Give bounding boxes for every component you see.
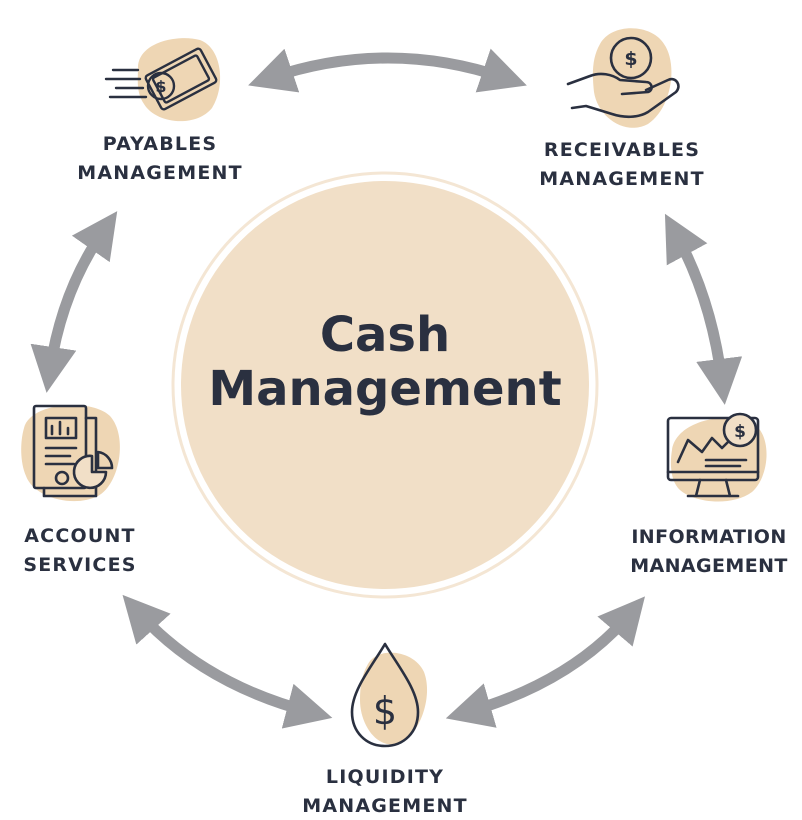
report-document-icon	[21, 404, 120, 502]
receivables-label-line1: RECEIVABLES	[543, 139, 701, 161]
monitor-chart-icon: $	[666, 412, 767, 502]
svg-text:$: $	[624, 48, 637, 70]
center-circle	[171, 171, 599, 599]
node-payables-label: PAYABLES MANAGEMENT	[60, 130, 260, 188]
information-label-line2: MANAGEMENT	[630, 555, 788, 577]
node-receivables-label: RECEIVABLES MANAGEMENT	[522, 136, 722, 194]
payables-label-line2: MANAGEMENT	[77, 162, 243, 184]
svg-text:$: $	[373, 689, 397, 733]
hand-coin-icon: $	[566, 28, 680, 128]
cash-money-icon: $	[104, 38, 221, 122]
dollar-drop-icon: $	[350, 642, 428, 748]
node-information-label: INFORMATION MANAGEMENT	[616, 523, 802, 581]
arrow-receivables-information	[664, 213, 743, 405]
svg-text:$: $	[155, 77, 166, 96]
payables-label-line1: PAYABLES	[102, 133, 218, 155]
arrow-payables-receivables	[248, 48, 527, 93]
node-liquidity-label: LIQUIDITY MANAGEMENT	[285, 763, 485, 820]
arrow-account-payables	[30, 211, 118, 393]
account-label-line1: ACCOUNT	[24, 525, 136, 547]
arrow-information-liquidity	[445, 596, 645, 728]
center-title: Cash Management	[170, 308, 600, 416]
receivables-label-line2: MANAGEMENT	[539, 168, 705, 190]
arrow-liquidity-account	[122, 594, 333, 729]
center-title-line1: Cash	[319, 307, 451, 363]
account-label-line2: SERVICES	[23, 554, 137, 576]
center-title-line2: Management	[208, 361, 562, 417]
node-account-label: ACCOUNT SERVICES	[0, 522, 160, 580]
svg-text:$: $	[734, 422, 746, 442]
information-label-line1: INFORMATION	[631, 526, 787, 548]
liquidity-label-line2: MANAGEMENT	[302, 795, 468, 817]
liquidity-label-line1: LIQUIDITY	[325, 766, 445, 788]
